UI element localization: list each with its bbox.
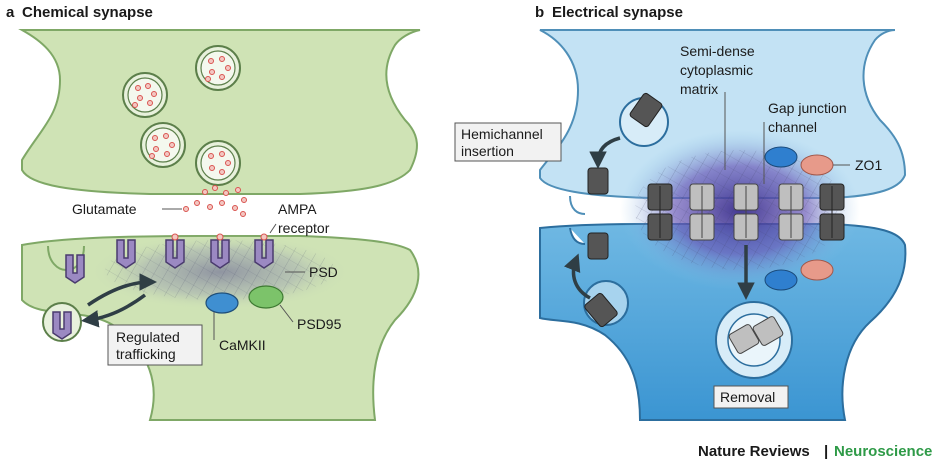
footer-separator: | (824, 443, 828, 460)
hemichannel-box (454, 122, 562, 162)
psd-hatch (105, 240, 335, 300)
trafficking-arrow-down (81, 293, 147, 328)
vesicle (140, 122, 186, 168)
journal-section: Neuroscience (834, 443, 932, 460)
glutamate-molecules (183, 185, 247, 217)
annular-gap-junction (715, 301, 793, 379)
trafficking-arrow-up (87, 273, 157, 307)
gap-label-line2: channel (768, 119, 817, 135)
panel-a-letter: a (6, 4, 15, 21)
membrane-notch-upper (569, 195, 586, 215)
ampa-receptor (210, 233, 230, 269)
psd95-pointer (279, 304, 294, 323)
ampa-pointer (269, 223, 277, 234)
ampa-receptor (165, 233, 185, 269)
vesicle (122, 72, 168, 118)
gap-junction-channel (778, 183, 804, 241)
insertion-arrow-lower (563, 253, 591, 300)
ampa-label-line1: AMPA (278, 201, 317, 217)
camkii-label: CaMKII (219, 337, 266, 353)
ampa-receptor (116, 239, 136, 269)
journal-name: Nature Reviews (698, 443, 810, 460)
presynaptic-terminal-a (18, 29, 421, 195)
ampa-receptor-internalizing (65, 254, 85, 284)
vesicle (195, 45, 241, 91)
matrix-label-line1: Semi-dense (680, 43, 755, 59)
panel-b: Semi-dense cytoplasmic matrix Gap juncti… (454, 4, 907, 421)
glutamate-label: Glutamate (72, 201, 137, 217)
removal-box (713, 385, 789, 409)
ampa-receptor (254, 233, 274, 269)
vesicle-fusing (195, 140, 241, 186)
gap-junction-channel (819, 183, 845, 241)
matrix-label-line3: matrix (680, 81, 718, 97)
removal-label: Removal (720, 389, 775, 405)
psd-label: PSD (309, 264, 338, 280)
zo1-protein-lower (800, 259, 834, 281)
camkii-protein (205, 292, 239, 314)
ampa-label-line2: receptor (278, 220, 330, 236)
scaffold-protein-upper (764, 146, 798, 168)
hemichannel-vesicle-lower (583, 280, 629, 328)
trafficking-box (107, 324, 203, 366)
membrane-notch-lower (569, 227, 586, 245)
trafficking-label-line1: Regulated (116, 329, 180, 345)
hemi-label-line1: Hemichannel (461, 126, 543, 142)
zo1-label: ZO1 (855, 157, 882, 173)
hemichannel-lower (587, 232, 609, 260)
insertion-arrow-upper (589, 136, 621, 169)
gap-label-line1: Gap junction (768, 100, 847, 116)
gap-junction-channel (647, 183, 673, 241)
hemi-label-line2: insertion (461, 143, 514, 159)
panel-a: Glutamate (6, 4, 421, 421)
endosome (42, 302, 82, 342)
footer-credit: Nature Reviews | Neuroscience (698, 443, 932, 460)
hemichannel-vesicle-upper (619, 92, 669, 147)
psd95-protein (248, 285, 284, 309)
trafficking-label-line2: trafficking (116, 346, 176, 362)
scaffold-protein-lower (764, 269, 798, 291)
panel-b-letter: b (535, 4, 544, 21)
hemichannel-upper (587, 167, 609, 195)
matrix-label-line2: cytoplasmic (680, 62, 753, 78)
gap-junction-channel (733, 183, 759, 241)
panel-b-title: Electrical synapse (552, 4, 683, 21)
panel-a-title: Chemical synapse (22, 4, 153, 21)
psd95-label: PSD95 (297, 316, 342, 332)
zo1-protein-upper (800, 154, 834, 176)
gap-junction-channel (689, 183, 715, 241)
gap-junction-channels (647, 183, 845, 241)
